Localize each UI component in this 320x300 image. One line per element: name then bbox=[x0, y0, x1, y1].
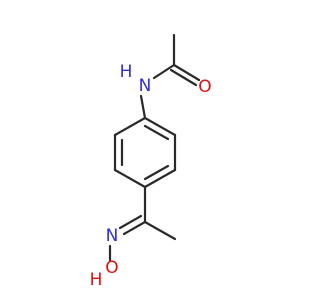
ring-bond-3 bbox=[143, 168, 177, 189]
hydroxyl-oxygen-label: O bbox=[105, 258, 118, 278]
bond-c-n-double-2 bbox=[118, 214, 143, 230]
molecule-diagram: N H O N O H bbox=[90, 33, 212, 290]
ring-double-bond-inner-2 bbox=[143, 164, 170, 181]
ring-bond-6 bbox=[113, 116, 147, 137]
oxime-nitrogen-label: N bbox=[106, 226, 119, 246]
bond-n-ring bbox=[139, 94, 147, 120]
amide-nitrogen-label: N bbox=[139, 76, 152, 96]
ring-bond-1 bbox=[143, 116, 177, 137]
bond-oxime-carbon-methyl bbox=[143, 220, 177, 241]
bond-carbonyl-o-double-2 bbox=[169, 68, 198, 87]
carbonyl-oxygen-label: O bbox=[198, 77, 211, 97]
ring-double-bond-inner-1 bbox=[143, 124, 170, 141]
hydroxyl-hydrogen-label: H bbox=[90, 270, 103, 290]
bond-carbonyl-n bbox=[152, 63, 176, 80]
ring-bond-4 bbox=[113, 168, 147, 189]
bond-c-n-double-1 bbox=[122, 220, 147, 236]
amide-hydrogen-label: H bbox=[120, 62, 133, 82]
bond-carbonyl-o-double-1 bbox=[172, 63, 201, 82]
